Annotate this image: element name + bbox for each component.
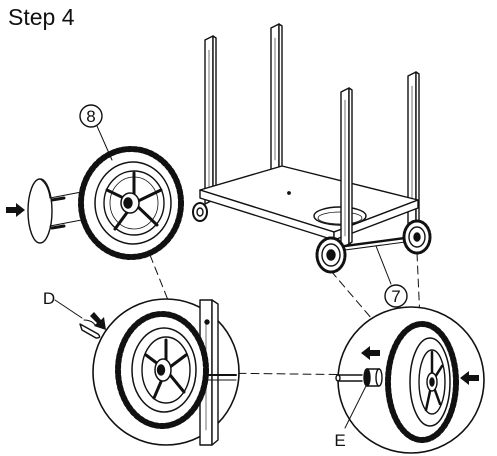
cart-post-back-middle [270, 23, 283, 175]
cart-post-back-left [204, 35, 217, 205]
wheel-detail-right [385, 321, 459, 443]
arrow-right-icon [6, 203, 25, 217]
step-title: Step 4 [8, 4, 75, 30]
callout-wheel: 8 [79, 104, 113, 161]
grill-cart [192, 23, 432, 274]
cotter-pin: D [43, 289, 106, 339]
callout-axle: 7 [375, 245, 408, 308]
cart-wheel-left [315, 236, 347, 274]
arrow-diagonal-icon [90, 312, 106, 330]
axle-cap [363, 368, 383, 387]
hubcap-disc [27, 178, 53, 244]
callout-pin-label: D [43, 289, 55, 308]
callout-wheel-label: 8 [86, 107, 95, 126]
bottom-shelf [199, 165, 419, 241]
wheel-detail-left [115, 311, 209, 429]
detail-circle-left [92, 298, 240, 446]
cart-post-front-left [340, 87, 353, 249]
callout-cap-label: E [334, 431, 345, 450]
cart-wheel-right [402, 219, 432, 255]
callout-axle-label: 7 [391, 287, 400, 306]
callout-cap: E [334, 383, 368, 450]
arrow-push-left-icon [460, 371, 479, 385]
axle-end [335, 374, 363, 382]
caster-wheel [192, 202, 208, 222]
wheel-assembly-detail: 8 [6, 104, 184, 260]
arrow-left-icon [361, 346, 380, 360]
wheel-large [78, 146, 184, 260]
detail-circle-right [335, 306, 485, 454]
